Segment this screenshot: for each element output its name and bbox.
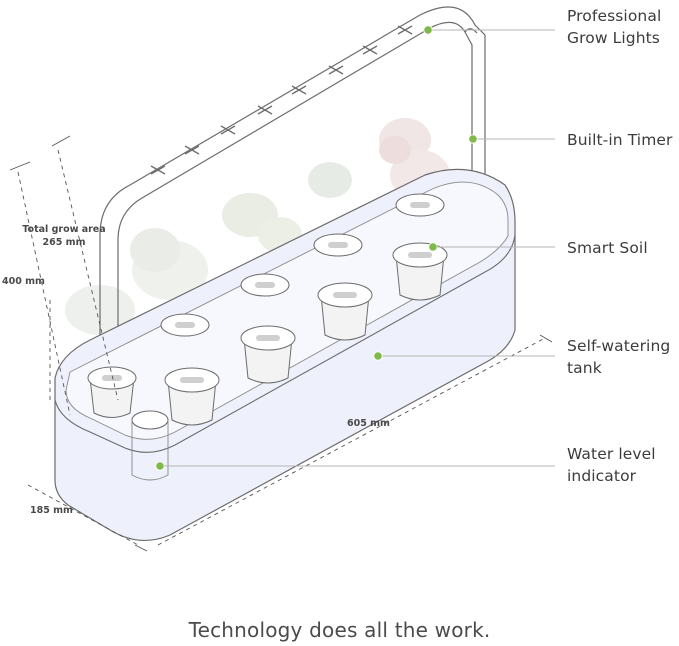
dimension-length: 605 mm [347,418,390,429]
marker-tank [373,351,383,361]
callout-markers [155,25,478,471]
water-level-window [131,410,169,481]
marker-grow-lights [423,25,433,35]
callout-grow-lights-line1: Professional [567,7,662,25]
plant-pods [87,193,448,426]
callout-tank: Self-watering tank [567,335,670,379]
marker-water-level [155,461,165,471]
dimension-ticks [9,135,553,552]
marker-timer [468,134,478,144]
dimension-grow-area-line1: Total grow area [22,224,106,235]
tagline: Technology does all the work. [188,618,491,642]
dimension-depth: 185 mm [30,505,73,516]
callout-water-level-line1: Water level [567,445,656,463]
callout-leaders [160,29,555,467]
callout-water-level: Water level indicator [567,443,656,487]
dimension-height: 400 mm [2,276,45,287]
callout-smart-soil-line1: Smart Soil [567,239,648,257]
callout-timer: Built-in Timer [567,129,673,151]
callout-smart-soil: Smart Soil [567,237,648,259]
callout-timer-line1: Built-in Timer [567,131,673,149]
callout-water-level-line2: indicator [567,467,637,485]
marker-smart-soil [428,242,438,252]
callout-grow-lights-line2: Grow Lights [567,29,660,47]
dimension-lines [17,149,546,546]
led-markers [150,25,413,175]
callout-grow-lights: Professional Grow Lights [567,5,661,49]
dimension-grow-area-line2: 265 mm [42,237,86,248]
callout-tank-line2: tank [567,359,602,377]
callout-tank-line1: Self-watering [567,337,671,355]
dimension-grow-area: Total grow area 265 mm [14,223,114,249]
